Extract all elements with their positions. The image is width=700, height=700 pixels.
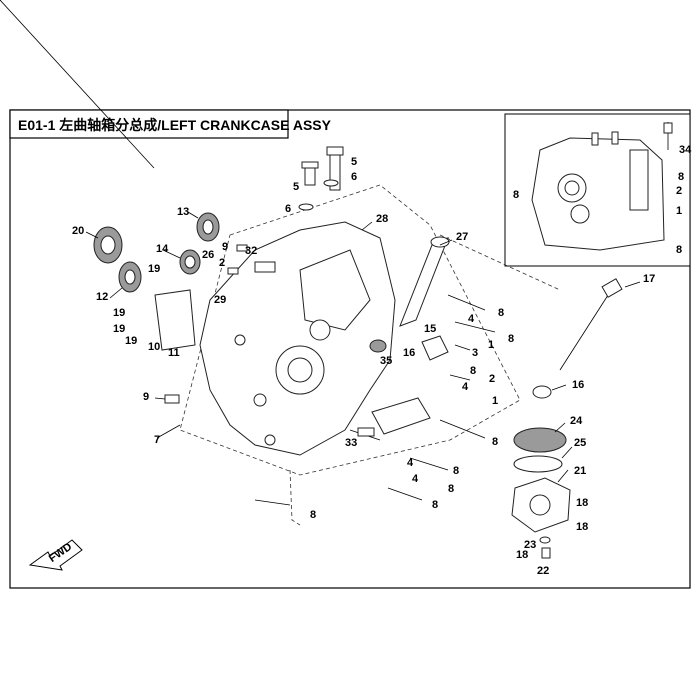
boss-15: [421, 335, 449, 361]
callout-8: 8: [310, 509, 316, 521]
callout-23: 23: [524, 539, 536, 551]
callout-27: 27: [456, 231, 468, 243]
callout-20: 20: [72, 225, 84, 237]
callout-7: 7: [154, 434, 160, 446]
callout-16: 16: [403, 347, 415, 359]
callout-32: 32: [245, 245, 257, 257]
inset-engine-view: [504, 113, 691, 267]
callout-8: 8: [508, 333, 514, 345]
callout-19: 19: [148, 263, 160, 275]
dipstick-17: [532, 278, 623, 399]
callout-8: 8: [432, 499, 438, 511]
fwd-arrow: FWD: [28, 539, 83, 571]
bearing-14: [179, 249, 201, 275]
callout-19: 19: [113, 307, 125, 319]
callout-8: 8: [492, 436, 498, 448]
callout-16: 16: [572, 379, 584, 391]
callout-1: 1: [492, 395, 498, 407]
callout-24: 24: [570, 415, 583, 427]
dowels: [164, 244, 375, 437]
callout-19: 19: [125, 335, 137, 347]
callout-labels: 5 5 6 6 13 28 20 27 9 32 14 26 2 19 19 1…: [72, 144, 692, 577]
callout-33: 33: [345, 437, 357, 449]
callout-19: 19: [113, 323, 125, 335]
callout-4: 4: [468, 313, 475, 325]
assembly-outline: [179, 184, 521, 476]
callout-1: 1: [488, 339, 494, 351]
callout-34: 34: [679, 144, 692, 156]
callout-18: 18: [576, 497, 588, 509]
bush-33: [371, 397, 431, 435]
part-27-tube: [399, 236, 450, 327]
callout-17: 17: [643, 273, 655, 285]
bearing-13: [196, 212, 220, 242]
callout-21: 21: [574, 465, 586, 477]
callout-1: 1: [676, 205, 682, 217]
callout-18: 18: [516, 549, 528, 561]
callout-8: 8: [678, 171, 684, 183]
callout-4: 4: [407, 457, 414, 469]
callout-8: 8: [513, 189, 519, 201]
callout-6: 6: [285, 203, 291, 215]
seal-35: [369, 339, 387, 353]
callout-29: 29: [214, 294, 226, 306]
callout-8: 8: [453, 465, 459, 477]
filter-assembly: [511, 427, 571, 559]
callout-2: 2: [489, 373, 495, 385]
callout-25: 25: [574, 437, 586, 449]
callout-6: 6: [351, 171, 357, 183]
callout-18: 18: [576, 521, 588, 533]
callout-26: 26: [202, 249, 214, 261]
callout-8: 8: [676, 244, 682, 256]
callout-4: 4: [462, 381, 469, 393]
callout-35: 35: [380, 355, 392, 367]
cover-plate-10: [154, 289, 196, 351]
callout-8: 8: [498, 307, 504, 319]
callout-5: 5: [351, 156, 357, 168]
callout-11: 11: [168, 347, 180, 359]
bearing-12: [118, 261, 142, 293]
callout-15: 15: [424, 323, 436, 335]
bearing-20: [93, 226, 123, 264]
diagram-frame: [9, 109, 691, 589]
callout-3: 3: [472, 347, 478, 359]
callout-14: 14: [156, 243, 169, 255]
callout-2: 2: [219, 257, 225, 269]
callout-13: 13: [177, 206, 189, 218]
callout-2: 2: [676, 185, 682, 197]
callout-9: 9: [222, 241, 228, 253]
callout-4: 4: [412, 473, 419, 485]
bolt-5: [298, 146, 344, 211]
callout-9: 9: [143, 391, 149, 403]
callout-8: 8: [448, 483, 454, 495]
callout-12: 12: [96, 291, 108, 303]
callout-22: 22: [537, 565, 549, 577]
diagram-title: E01-1 左曲轴箱分总成/LEFT CRANKCASE ASSY: [18, 117, 332, 133]
callout-28: 28: [376, 213, 388, 225]
left-crankcase: [199, 221, 396, 456]
leader-lines: [0, 0, 641, 483]
callout-10: 10: [148, 341, 160, 353]
callout-8: 8: [470, 365, 476, 377]
title-box: [9, 109, 289, 139]
callout-5: 5: [293, 181, 299, 193]
